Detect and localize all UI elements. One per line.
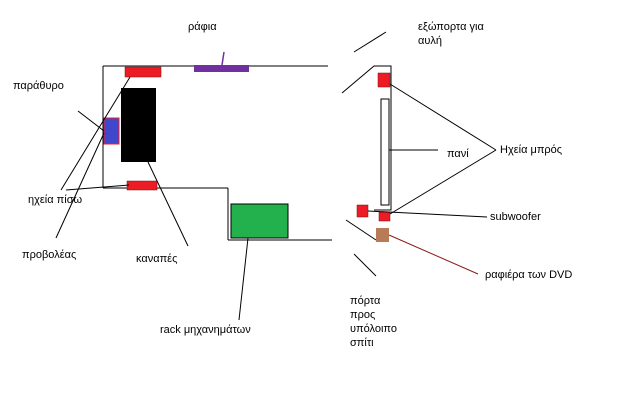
label-garden-door: εξώπορτα για αυλή	[418, 20, 484, 48]
label-dvd-shelf: ραφιέρα των DVD	[485, 269, 573, 281]
subwoofer-box	[356, 204, 369, 218]
label-house-door-line3: υπόλοιπο	[350, 323, 397, 335]
window	[103, 117, 120, 145]
projector-pointer	[55, 132, 105, 239]
subwoofer-pointer	[367, 210, 488, 218]
right-bottom-wall	[345, 219, 377, 241]
label-rear-speakers: ηχεία πίσω	[28, 194, 83, 206]
sofa-pointer	[147, 161, 189, 247]
label-sofa: καναπές	[136, 253, 178, 265]
rear-speaker-pointer-b	[65, 184, 130, 191]
house-door-line	[353, 253, 377, 277]
front-speaker-pointer-top	[389, 83, 497, 151]
rear-speaker-pointer-a	[60, 76, 131, 191]
rear-speaker-bottom	[126, 180, 158, 191]
label-window: παράθυρο	[13, 80, 64, 92]
rack-pointer	[238, 237, 249, 321]
shelf	[194, 65, 249, 72]
window-pointer	[77, 110, 105, 132]
right-wall	[341, 65, 392, 211]
screen	[380, 98, 390, 206]
label-house-door-line4: σπίτι	[350, 337, 374, 349]
rear-speaker-top	[124, 66, 162, 78]
label-house-door-line1: πόρτα	[350, 295, 381, 307]
label-house-door-line2: προς	[350, 309, 376, 321]
shelf-tick	[221, 51, 225, 66]
label-subwoofer: subwoofer	[490, 211, 541, 223]
label-shelves: ράφια	[188, 21, 217, 33]
label-front-speakers: Ηχεία μπρός	[500, 144, 563, 156]
pointer-lines	[55, 76, 497, 321]
dvd-pointer	[388, 234, 479, 275]
label-projector: προβολέας	[22, 249, 77, 261]
label-equipment-rack: rack μηχανημάτων	[160, 324, 251, 336]
front-speaker-top	[377, 72, 391, 88]
front-speaker-bottom	[378, 211, 391, 222]
sofa	[121, 88, 156, 162]
label-garden-door-line1: εξώπορτα για	[418, 21, 484, 33]
label-house-door: πόρτα προς υπόλοιπο σπίτι	[350, 294, 397, 350]
label-screen: πανί	[447, 148, 469, 160]
garden-door-line	[353, 31, 387, 53]
equipment-rack	[230, 203, 289, 239]
front-speaker-pointer-bottom	[389, 149, 497, 215]
dvd-shelf	[376, 228, 389, 242]
label-garden-door-line2: αυλή	[418, 35, 442, 47]
